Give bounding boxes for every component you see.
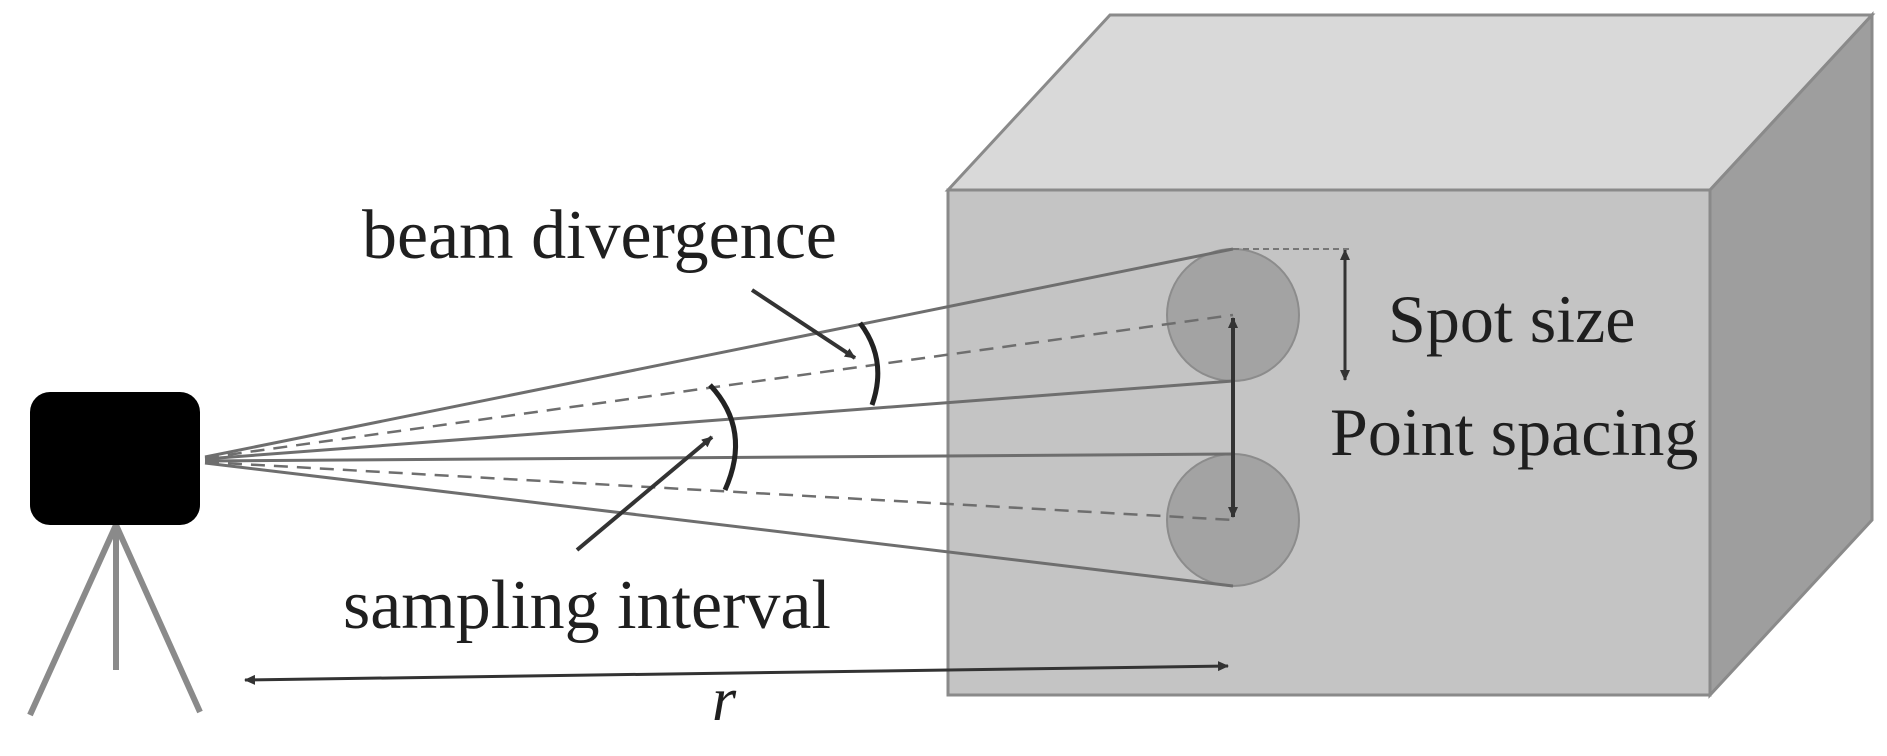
tripod-leg-left: [27, 523, 119, 717]
scanner-body: [30, 392, 200, 525]
beam-lower-bottom-edge: [204, 461, 1234, 588]
point-spacing-label: Point spacing: [1330, 394, 1698, 470]
spot-size-label: Spot size: [1388, 281, 1635, 357]
box-front-face: [946, 188, 1712, 697]
beam-lower-top-edge: [204, 452, 1234, 463]
sampling-interval-arc: [708, 383, 739, 492]
target-box: [944, 11, 1876, 699]
sampling-interval-label: sampling interval: [343, 567, 831, 644]
laser-beams: [204, 247, 1234, 588]
sampling-interval-pointer: [575, 435, 714, 552]
tripod-leg-right: [113, 523, 203, 714]
beam-divergence-pointer: [750, 288, 857, 360]
laser-scanner: [27, 392, 203, 717]
range-dimension-arrow: [244, 661, 1229, 685]
beam-upper-centerline: [204, 313, 1234, 460]
beam-upper-bottom-edge: [204, 379, 1234, 461]
beam-divergence-label: beam divergence: [362, 197, 837, 274]
range-label: r: [712, 666, 737, 734]
beam-divergence-arc: [857, 321, 881, 406]
beam-upper-top-edge: [204, 247, 1234, 459]
beam-lower-centerline: [204, 460, 1234, 522]
